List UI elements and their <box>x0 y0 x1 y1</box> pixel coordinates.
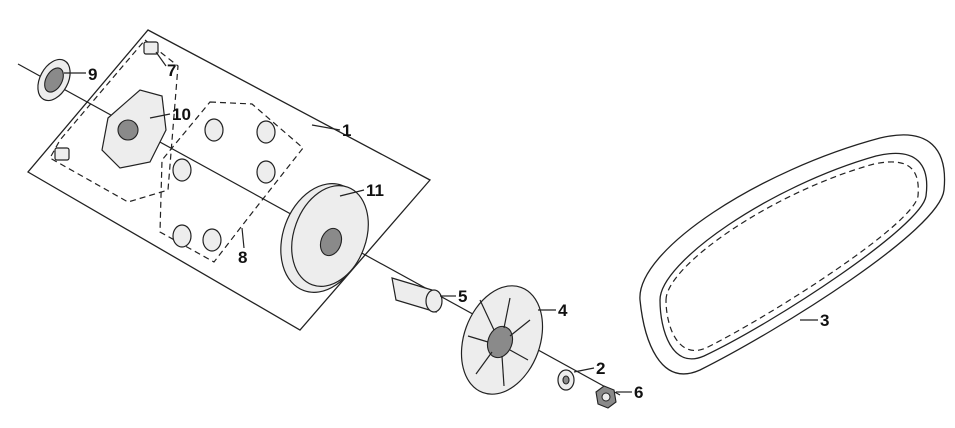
callout-9: 9 <box>88 65 97 84</box>
drive-belt <box>639 134 946 375</box>
roller-group-outline <box>159 101 304 263</box>
washer <box>557 369 575 391</box>
leader-7 <box>155 51 167 67</box>
callout-11: 11 <box>366 181 384 200</box>
callout-8: 8 <box>238 248 247 267</box>
leader-10 <box>149 113 171 119</box>
leader-1 <box>311 124 341 131</box>
callout-1: 1 <box>342 121 351 140</box>
weight-rollers <box>172 118 276 252</box>
ramp-plate <box>101 89 167 169</box>
fan-drive-face <box>460 285 544 395</box>
leader-2 <box>573 367 595 373</box>
oil-seal <box>37 58 71 102</box>
callout-2: 2 <box>596 359 605 378</box>
callout-3: 3 <box>820 311 829 330</box>
nut <box>595 385 617 409</box>
drive-face-collar <box>391 277 443 313</box>
callout-10: 10 <box>172 105 191 124</box>
assembly-group-outline <box>27 29 432 331</box>
slider-pieces <box>54 41 159 161</box>
ramp-plate-group-outline <box>49 39 179 203</box>
callout-5: 5 <box>458 287 467 306</box>
callout-4: 4 <box>558 301 568 320</box>
callout-7: 7 <box>167 61 176 80</box>
leader-8 <box>241 227 245 249</box>
leader-11 <box>339 189 365 197</box>
callout-6: 6 <box>634 383 643 402</box>
movable-drive-face <box>280 183 369 293</box>
